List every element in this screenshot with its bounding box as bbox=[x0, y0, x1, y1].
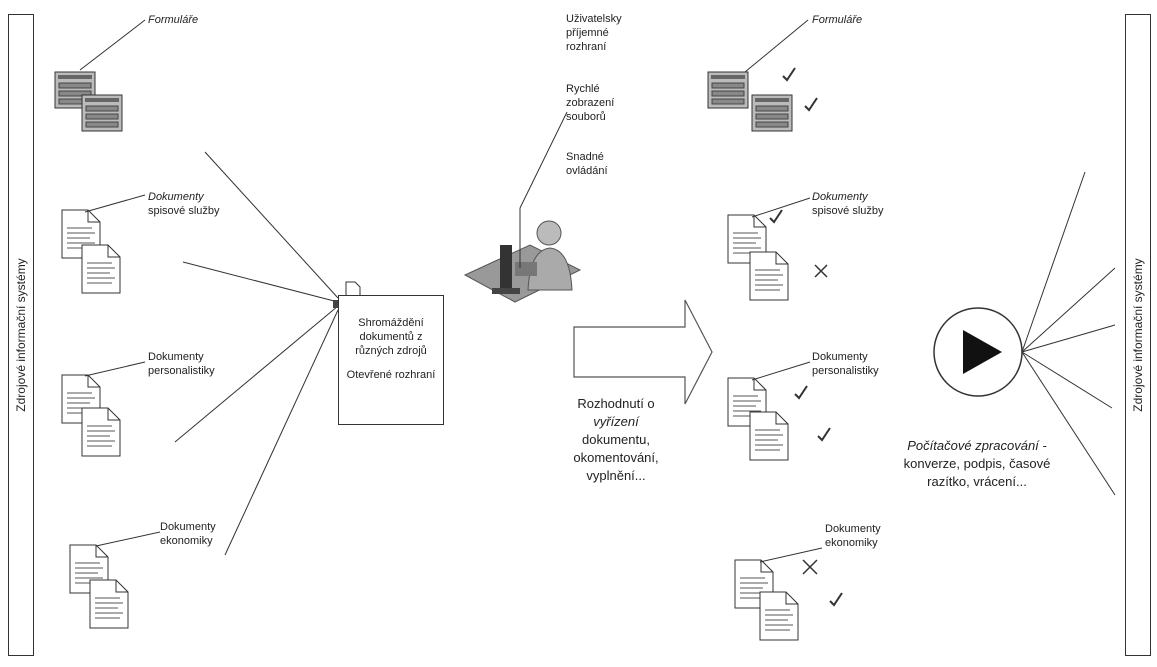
left-eko-label-2: ekonomiky bbox=[160, 535, 213, 547]
processing-line-2: konverze, podpis, časové bbox=[903, 456, 1051, 471]
left-eko-label-1: Dokumenty bbox=[160, 521, 216, 533]
processing-line-3: razítko, vrácení... bbox=[927, 474, 1027, 489]
form-icon-left bbox=[54, 71, 123, 132]
flow-arrow bbox=[573, 299, 713, 405]
right-pers-label-2: personalistiky bbox=[812, 365, 879, 377]
doc-icon-eko-right bbox=[734, 559, 843, 641]
output-connectors bbox=[1021, 171, 1116, 496]
decision-line-3: dokumentu, bbox=[582, 432, 650, 447]
source-connectors bbox=[174, 151, 339, 556]
doc-icon-pers-right bbox=[727, 377, 831, 461]
form-icon-right bbox=[707, 67, 818, 132]
left-forms-label: Formuláře bbox=[148, 14, 199, 26]
source-systems-label-right: Zdrojové informační systémy bbox=[1131, 258, 1145, 412]
doc-icon-spis-right bbox=[727, 209, 828, 301]
doc-icon-spis-left bbox=[61, 209, 121, 294]
right-eko-label-1: Dokumenty bbox=[825, 523, 881, 535]
processing-line-1: Počítačové zpracování - bbox=[907, 438, 1047, 453]
feature-fast-display: Rychlé zobrazení souborů bbox=[566, 83, 615, 123]
left-pers-label-2: personalistiky bbox=[148, 365, 215, 377]
decision-line-2: vyřízení bbox=[593, 414, 639, 429]
form-label-leader-left bbox=[79, 19, 146, 71]
right-spis-label-1: Dokumenty bbox=[812, 191, 868, 203]
decision-text: Rozhodnutí o vyřízení dokumentu, okoment… bbox=[556, 395, 676, 485]
decision-line-5: vyplnění... bbox=[586, 468, 646, 483]
source-systems-bar-right: Zdrojové informační systémy bbox=[1125, 14, 1151, 656]
source-systems-bar-left: Zdrojové informační systémy bbox=[8, 14, 34, 656]
doc-icon-eko-left bbox=[69, 544, 129, 629]
processing-text: Počítačové zpracování - konverze, podpis… bbox=[882, 437, 1072, 491]
decision-line-4: okomentování, bbox=[573, 450, 659, 465]
open-interface-text: Otevřené rozhraní bbox=[346, 369, 436, 381]
feature-easy-control: Snadné ovládání bbox=[566, 151, 608, 177]
right-spis-label-2: spisové služby bbox=[812, 205, 884, 217]
source-systems-label-left: Zdrojové informační systémy bbox=[14, 258, 28, 412]
processing-play-icon bbox=[933, 307, 1023, 397]
collection-box: Shromáždění dokumentů z různých zdrojů O… bbox=[338, 295, 444, 425]
left-spis-label-2: spisové služby bbox=[148, 205, 220, 217]
right-forms-label: Formuláře bbox=[812, 14, 863, 26]
doc-icon-pers-left bbox=[61, 374, 121, 457]
right-eko-label-2: ekonomiky bbox=[825, 537, 878, 549]
left-spis-label-1: Dokumenty bbox=[148, 191, 204, 203]
collection-text: Shromáždění dokumentů z různých zdrojů bbox=[355, 317, 427, 357]
decision-line-1: Rozhodnutí o bbox=[577, 396, 655, 411]
user-computer-icon bbox=[463, 220, 582, 303]
right-pers-label-1: Dokumenty bbox=[812, 351, 868, 363]
feature-friendly-ui: Uživatelsky příjemné rozhraní bbox=[566, 13, 622, 53]
left-pers-label-1: Dokumenty bbox=[148, 351, 204, 363]
